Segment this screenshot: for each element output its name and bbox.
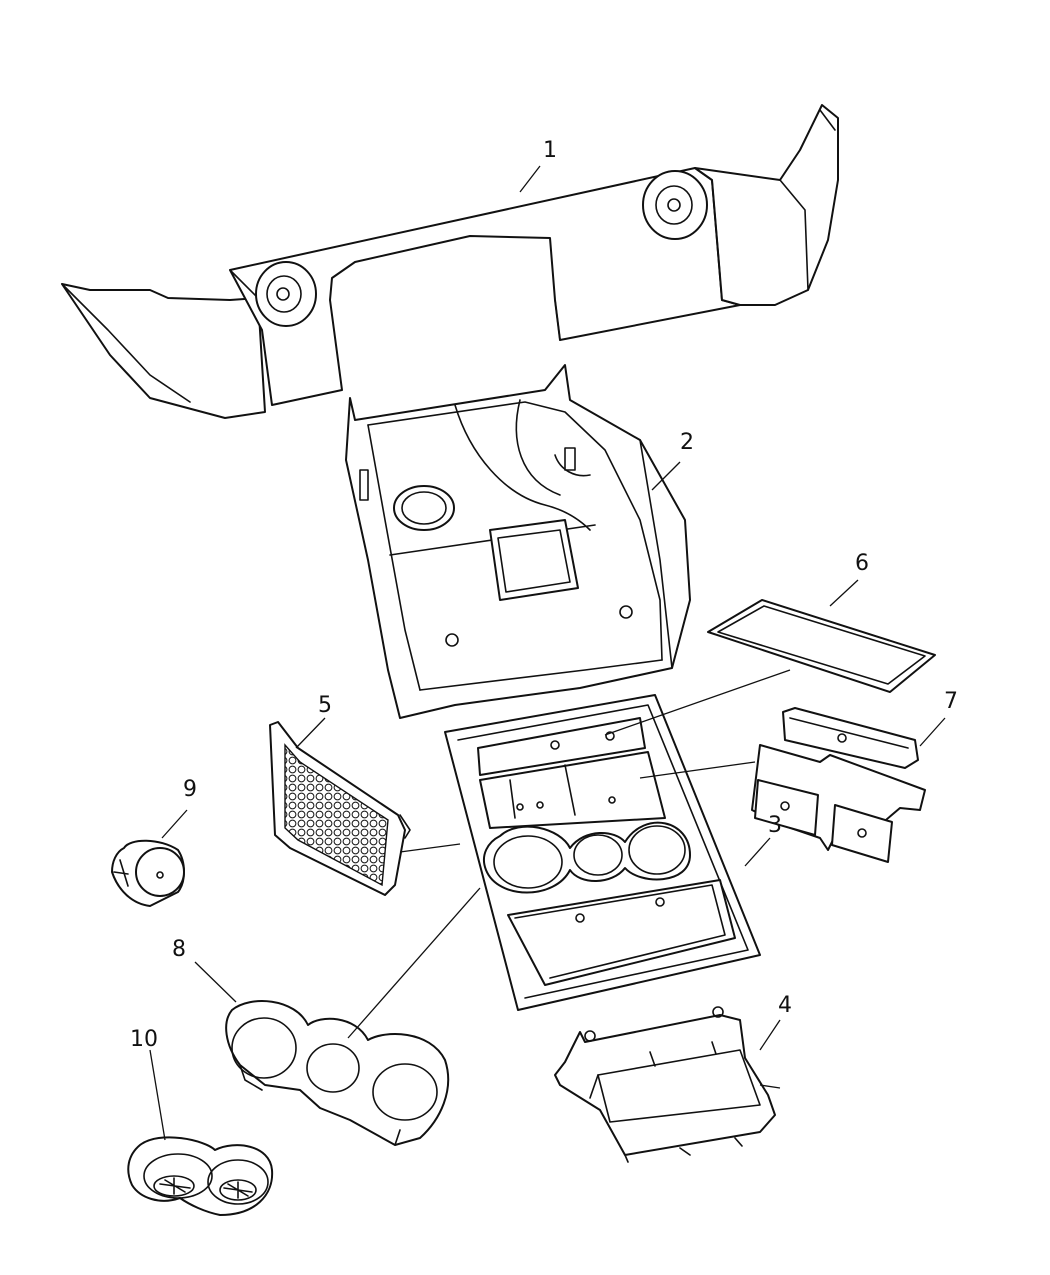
part-8-cup-holder — [225, 1000, 450, 1146]
callout-1: 1 — [543, 138, 557, 163]
callout-8: 8 — [172, 937, 186, 962]
part-4-storage-bin — [554, 1006, 776, 1163]
part-3-console-bezel — [444, 694, 761, 1011]
callout-3: 3 — [768, 813, 782, 838]
callout-10: 10 — [130, 1027, 158, 1052]
callout-7: 7 — [944, 689, 958, 714]
callout-9: 9 — [183, 777, 197, 802]
callout-5: 5 — [318, 693, 332, 718]
callout-labels: 1 2 3 4 5 6 7 8 9 10 — [130, 138, 958, 1052]
part-10-cup-holder-insert — [127, 1136, 274, 1216]
part-7-switch-bank — [751, 707, 926, 863]
part-2-console-base — [345, 364, 691, 719]
part-6-tray-mat — [707, 599, 936, 693]
callout-6: 6 — [855, 551, 869, 576]
leader-lines — [149, 165, 946, 1141]
callout-2: 2 — [680, 430, 694, 455]
callout-4: 4 — [778, 993, 792, 1018]
part-5-mesh-pocket — [269, 721, 411, 896]
part-1-rear-trim-panel — [61, 104, 839, 419]
part-9-power-outlet — [111, 839, 185, 907]
